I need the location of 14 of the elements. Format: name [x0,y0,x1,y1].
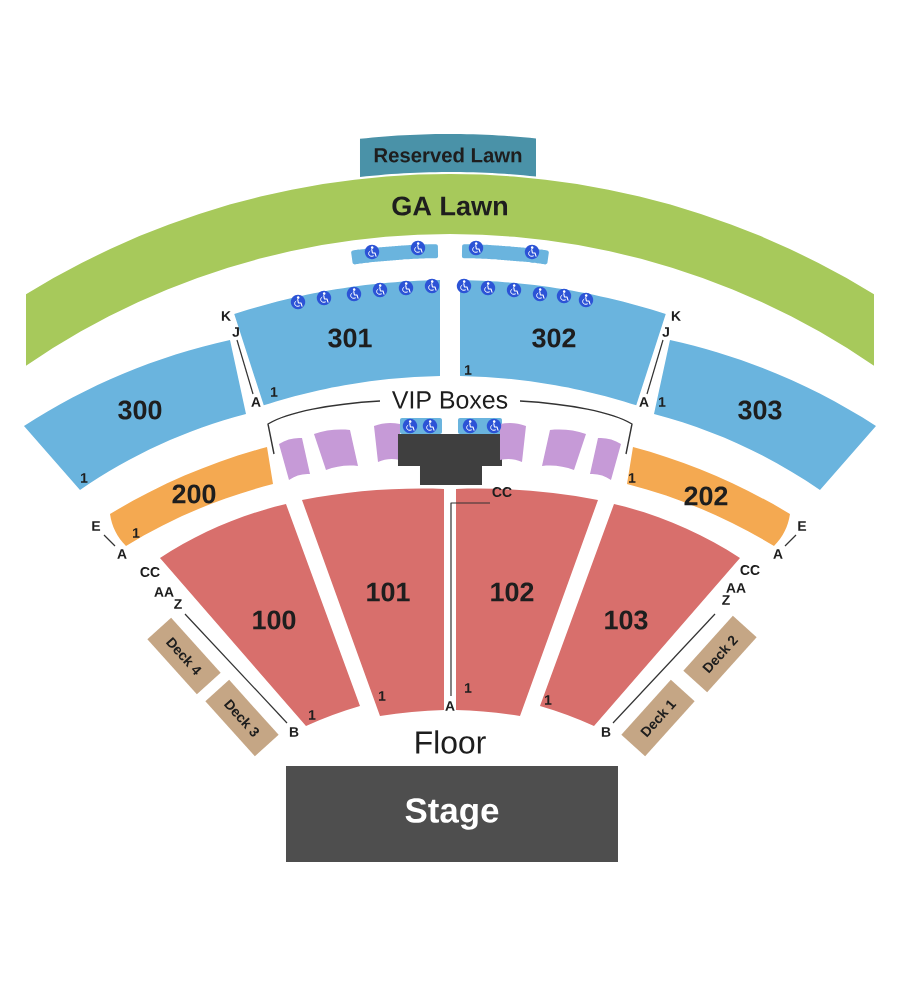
vip-box [542,429,586,470]
vip-box [374,422,400,462]
vip-box [500,422,526,462]
stage-block: Stage [286,766,618,862]
node-label: 102 [491,582,534,602]
vip-box [314,429,358,470]
area-label: Floor [416,730,486,754]
booth-block [398,434,502,485]
node-label: 103 [605,610,648,630]
node-label: 100 [253,610,296,630]
vip-box [590,437,621,480]
node-label: 101 [367,582,410,602]
vip-box [279,437,310,480]
lawn-section: Reserved Lawn [360,134,536,178]
